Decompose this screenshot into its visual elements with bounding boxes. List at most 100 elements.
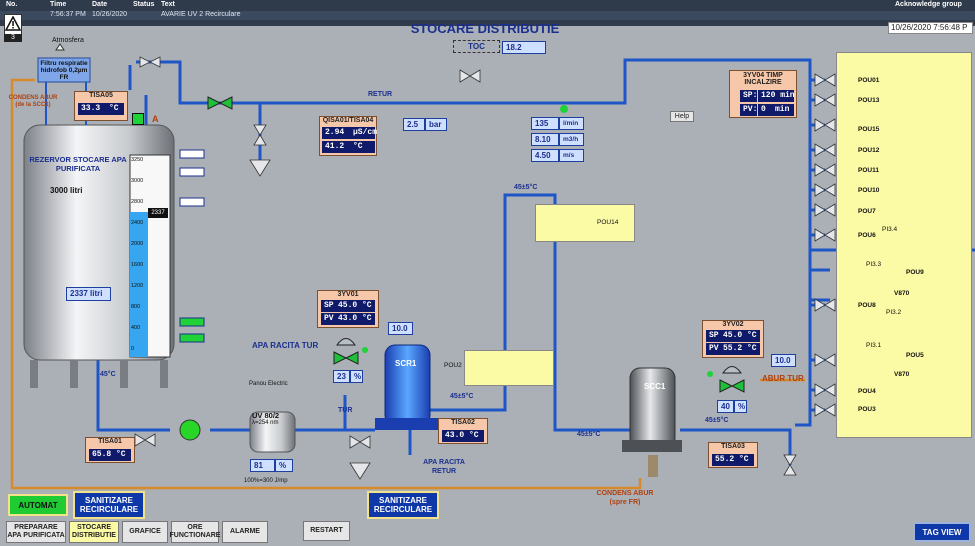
tisa03-value: 55.2 — [712, 454, 736, 466]
tisa02-value: 43.0 — [442, 430, 466, 442]
temp-label-5: 45°C — [100, 371, 116, 378]
tag-view-button[interactable]: TAG VIEW — [913, 522, 971, 542]
nav-grafice[interactable]: GRAFICE — [122, 521, 168, 543]
pou-pou7[interactable]: POU7 — [858, 208, 876, 215]
flow-lmin-unit: l/min — [559, 117, 584, 130]
alarm-date: 10/26/2020 — [92, 11, 128, 18]
tank-status-indicator — [132, 113, 144, 125]
yv01-out: 10.0 — [388, 322, 413, 335]
datetime-display: 10/26/2020 7:56:48 P — [888, 22, 973, 34]
tank-volume: 3000 litri — [50, 186, 83, 195]
scale-tick: 800 — [131, 304, 141, 310]
pou-pou5[interactable]: POU5 — [906, 352, 924, 359]
yv01-sp-label: SP: — [321, 300, 338, 312]
temp-label-3: 45±5°C — [577, 431, 601, 438]
scale-tick: 2000 — [131, 241, 144, 247]
restart-button[interactable]: RESTART — [303, 521, 350, 541]
scale-tick: 1600 — [131, 262, 144, 268]
abur-tur-label: ABUR TUR — [762, 374, 804, 383]
scale-tick: 1200 — [131, 283, 144, 289]
condens-in-label: CONDENS ABUR (de la SCC1) — [8, 95, 58, 108]
v870b-label: V870 — [894, 371, 910, 378]
pressure-unit: bar — [425, 118, 447, 131]
condens-out-label: CONDENS ABUR (spre FR) — [596, 490, 654, 506]
yv02-pct-unit: % — [734, 400, 747, 413]
scale-tick: 3250 — [131, 157, 144, 163]
alarm-row[interactable]: 7:56:37 PM 10/26/2020 AVARIE UV 2 Recirc… — [0, 11, 975, 20]
scc1-label: SCC1 — [644, 382, 666, 391]
col-no: No. — [6, 1, 18, 8]
nav-preparare[interactable]: PREPARARE APA PURIFICATA — [6, 521, 66, 543]
temp-label-2: 45±5°C — [450, 393, 474, 400]
tank-name: REZERVOR STOCARE APA PURIFICATA — [29, 155, 127, 173]
pou-pou3[interactable]: POU3 — [858, 406, 876, 413]
tank-marker: A — [152, 114, 159, 124]
flow-ms-unit: m/s — [559, 149, 584, 162]
pou-pou12[interactable]: POU12 — [858, 147, 880, 154]
pou-pou4[interactable]: POU4 — [858, 388, 876, 395]
scale-tick: 2400 — [131, 220, 144, 226]
alarm-time: 7:56:37 PM — [50, 11, 86, 18]
tank-level-indicator: 2337 — [148, 208, 168, 218]
qisa01-temp: 41.2 — [322, 141, 350, 153]
pressure-value: 2.5 — [403, 118, 425, 131]
yv01-pct: 23 — [333, 370, 350, 383]
temp-label-4: 45±5°C — [705, 417, 729, 424]
pou2-label: POU2 — [444, 362, 462, 369]
nav-ore[interactable]: ORE FUNCTIONARE — [170, 521, 220, 543]
yv04-sp: 120 min — [758, 90, 795, 102]
scr1-label: SCR1 — [395, 359, 417, 368]
tisa01-value: 65.8 — [89, 449, 113, 461]
col-date: Date — [92, 1, 108, 8]
condensate-pipe — [10, 78, 805, 490]
pou14-panel — [535, 204, 635, 242]
pou-pou13[interactable]: POU13 — [858, 97, 880, 104]
tank-level-text: 2337 litri — [66, 287, 111, 301]
apa-racita-tur-label: APA RACITA TUR — [252, 341, 319, 350]
sanitizare-button-1[interactable]: SANITIZARE RECIRCULARE — [73, 491, 145, 519]
yv01-label: 3YV01 — [337, 291, 359, 298]
tisa05-value: 33.3 — [78, 103, 106, 115]
yv02-label: 3YV02 — [722, 321, 744, 328]
flow-m3h: 8.10 — [531, 133, 559, 146]
sanitizare-button-2[interactable]: SANITIZARE RECIRCULARE — [367, 491, 439, 519]
yv04-pv-unit: min — [772, 104, 794, 116]
flow-m3h-unit: m3/h — [559, 133, 584, 146]
automat-button[interactable]: AUTOMAT — [8, 494, 68, 516]
pou-pou10[interactable]: POU10 — [858, 187, 880, 194]
yv04-pv-label: PV: — [740, 104, 757, 116]
yv04-label: 3YV04 TIMP INCALZIRE — [743, 72, 783, 86]
toc-label: TOC — [453, 40, 500, 53]
tur-label: TUR — [338, 407, 353, 414]
uv-pct-unit: % — [275, 459, 293, 472]
yv02-sp-label: SP: — [706, 330, 723, 342]
col-ack: Acknowledge group — [895, 1, 962, 8]
uv-pct: 81 — [250, 459, 275, 472]
yv01-pv-label: PV: — [321, 313, 338, 325]
yv01-sp: 45.0 — [335, 300, 359, 312]
pou-pou6[interactable]: POU6 — [858, 232, 876, 239]
pou-pou9[interactable]: POU9 — [906, 269, 924, 276]
scale-tick: 2800 — [131, 199, 144, 205]
nav-stocare[interactable]: STOCARE DISTRIBUTIE — [69, 521, 119, 543]
page-title: STOCARE DISTRIBUTIE — [410, 21, 560, 36]
yv02-pv-unit: °C — [744, 343, 760, 355]
tisa02-label: TISA02 — [451, 419, 475, 426]
pou-pou11[interactable]: POU11 — [858, 167, 879, 174]
pou-pou8[interactable]: POU8 — [858, 302, 876, 309]
scale-tick: 0 — [131, 346, 135, 352]
nav-alarme[interactable]: ALARME — [222, 521, 268, 543]
pou-pou01[interactable]: POU01 — [858, 77, 880, 84]
help-button[interactable]: Help — [670, 111, 694, 122]
atmosfera-label: Atmosfera — [52, 37, 84, 44]
retur-label: RETUR — [368, 91, 393, 98]
qisa01-cond-unit: µS/cm — [350, 127, 377, 139]
pi31-label: PI3.1 — [866, 342, 882, 349]
col-text: Text — [161, 1, 175, 8]
pou-panel — [836, 52, 972, 438]
yv01-pct-unit: % — [350, 370, 363, 383]
yv04-sp-label: SP: — [740, 90, 757, 102]
pou-pou15[interactable]: POU15 — [858, 126, 880, 133]
